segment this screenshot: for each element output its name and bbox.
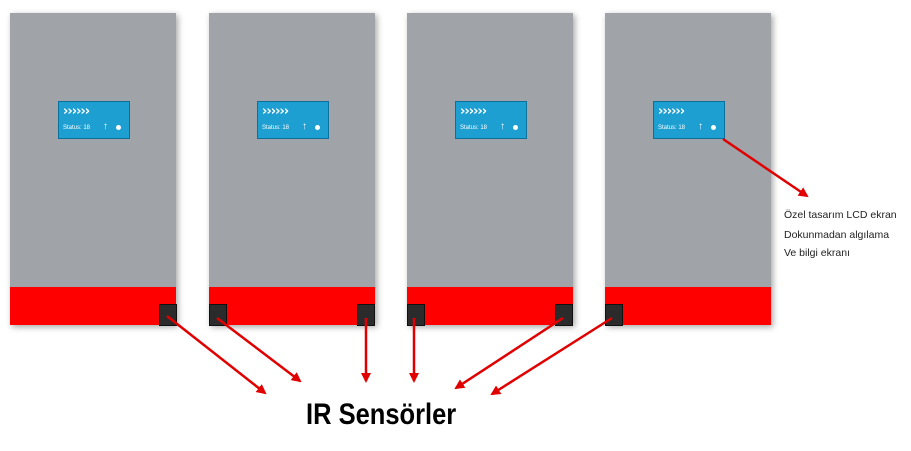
display-panel-4: ›››››› Status: 18 ↑ [605,13,771,325]
chevron-icons: ›››››› [63,104,90,119]
dot-icon [711,125,716,130]
arrow-sensor-1 [166,315,267,395]
dot-icon [513,125,518,130]
chevron-icons: ›››››› [262,104,289,119]
lcd-status-text: Status: 18 [262,125,290,131]
red-sensor-strip [209,287,375,325]
display-panel-2: ›››››› Status: 18 ↑ [209,13,375,325]
red-sensor-strip [605,287,771,325]
chevron-icons: ›››››› [460,104,487,119]
lcd-screen: ›››››› Status: 18 ↑ [58,101,130,139]
arrow-sensor-2a [216,317,302,383]
display-panel-1: ›››››› Status: 18 ↑ [10,13,176,325]
annotation-line-2: Dokunmadan algılama [784,229,890,241]
ir-sensor-2a [209,304,227,326]
chevron-icons: ›››››› [658,104,685,119]
arrow-sensor-4 [490,316,613,396]
display-panel-3: ›››››› Status: 18 ↑ [407,13,573,325]
arrow-up-icon: ↑ [698,121,703,132]
ir-sensors-caption: IR Sensörler [306,398,457,431]
ir-sensor-3a [407,304,425,326]
lcd-status-text: Status: 18 [63,125,91,131]
red-sensor-strip [407,287,573,325]
lcd-status-text: Status: 18 [460,125,488,131]
arrow-lcd [722,137,809,198]
lcd-screen: ›››››› Status: 18 ↑ [257,101,329,139]
arrow-up-icon: ↑ [103,121,108,132]
arrow-up-icon: ↑ [500,121,505,132]
lcd-status-text: Status: 18 [658,125,686,131]
lcd-screen: ›››››› Status: 18 ↑ [455,101,527,139]
arrow-up-icon: ↑ [302,121,307,132]
dot-icon [116,125,121,130]
annotation-line-1: Özel tasarım LCD ekran [784,209,897,221]
lcd-screen: ›››››› Status: 18 ↑ [653,101,725,139]
arrow-sensor-3b [454,316,564,390]
annotation-line-3: Ve bilgi ekranı [784,247,850,259]
red-sensor-strip [10,287,176,325]
dot-icon [315,125,320,130]
